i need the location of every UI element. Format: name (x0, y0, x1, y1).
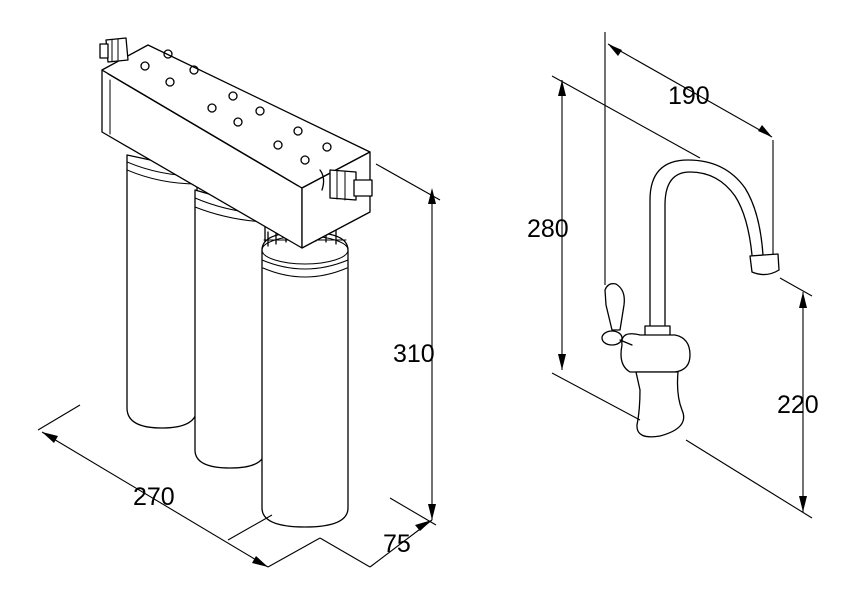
dimension-total-height-label: 280 (527, 215, 569, 243)
dimension-reach-label: 190 (668, 82, 710, 110)
dimension-height (375, 163, 441, 520)
mounting-bracket (101, 44, 371, 249)
dimension-reach (604, 32, 774, 285)
outlet-fitting (319, 169, 373, 201)
filter-cartridge-1 (126, 154, 198, 429)
inlet-fitting (99, 37, 129, 63)
filter-cartridge-2 (194, 189, 266, 469)
dimension-depth (267, 497, 437, 568)
dimension-height-label: 310 (393, 340, 435, 368)
dimension-spout-height (685, 277, 813, 519)
dimension-total-height (551, 75, 701, 421)
dimension-width-label: 270 (133, 483, 175, 511)
filter-cartridge-3 (261, 225, 349, 528)
dimension-depth-label: 75 (383, 530, 411, 558)
dimension-width (37, 404, 273, 568)
faucet-drawing: 190 280 220 (527, 32, 819, 519)
faucet-spout (649, 159, 780, 326)
dimension-spout-height-label: 220 (777, 391, 819, 419)
filter-system-drawing: 270 75 310 (37, 37, 441, 568)
faucet-handle (601, 282, 633, 346)
bracket-screws (140, 49, 332, 165)
faucet-body (620, 325, 691, 438)
